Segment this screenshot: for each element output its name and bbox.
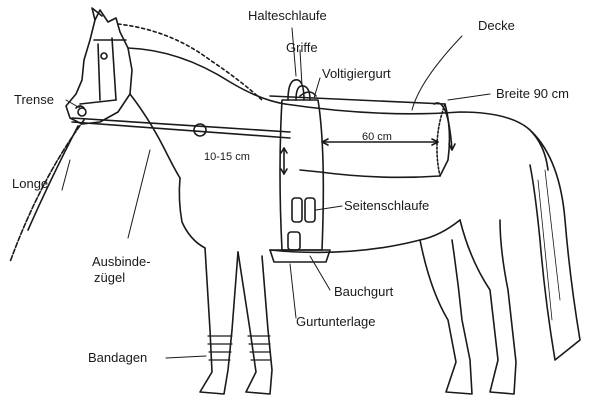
label-decke: Decke [478,18,515,33]
label-halteschlaufe: Halteschlaufe [248,8,327,23]
blanket [270,96,449,177]
horse-chest [179,178,205,248]
label-griffe: Griffe [286,40,318,55]
label-ausbinde-line1: Ausbinde- [92,254,151,269]
label-ausbinde-line2: zügel [94,270,125,285]
side-loops [288,198,315,250]
label-measure-60: 60 cm [362,130,392,145]
label-measure-10-15: 10-15 cm [204,150,250,165]
label-longe: Longe [12,176,48,191]
label-bauchgurt: Bauchgurt [334,284,393,299]
surcingle [280,100,323,250]
leg-bandages [208,336,270,360]
horse-front-leg-far [238,252,272,394]
horse-front-leg-near [200,248,238,394]
label-trense: Trense [14,92,54,107]
label-seitenschlaufe: Seitenschlaufe [344,198,429,213]
longe-line [10,120,84,262]
horse-hind-leg-far [420,240,472,394]
bridle [78,38,126,116]
horse-belly [270,220,460,252]
label-voltigiergurt: Voltigiergurt [322,66,391,81]
label-bandagen: Bandagen [88,350,147,365]
horse-back [285,104,548,170]
label-gurtunterlage: Gurtunterlage [296,314,376,329]
horse-eye [101,53,107,59]
horse-neck [128,48,285,104]
horse-throat [130,94,180,178]
label-breite: Breite 90 cm [496,86,569,101]
leader-lines [62,28,490,358]
horse-hind-leg-near [460,220,516,394]
horse-tail [530,132,580,360]
